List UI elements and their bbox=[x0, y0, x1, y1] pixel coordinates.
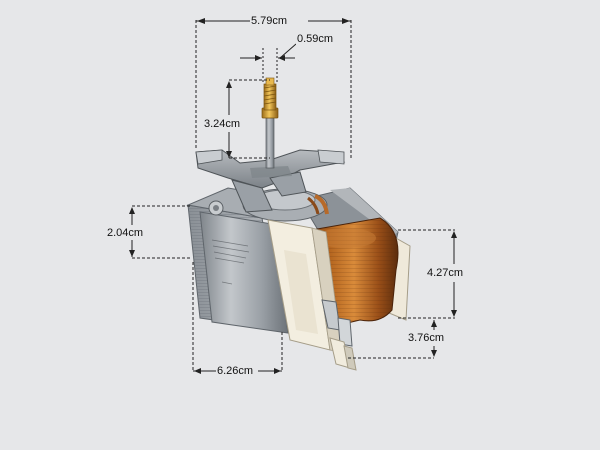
coil-height-label: 4.27cm bbox=[426, 267, 465, 279]
mount-height-label: 2.04cm bbox=[106, 227, 145, 239]
shaft-diameter-label: 0.59cm bbox=[296, 33, 335, 45]
shaft-length-label: 3.24cm bbox=[203, 118, 242, 130]
terminal-height-label: 3.76cm bbox=[407, 332, 446, 344]
base-length-label: 6.26cm bbox=[216, 365, 255, 377]
fan-bracket bbox=[195, 149, 346, 213]
motor-shaft bbox=[261, 77, 279, 169]
overall-width-label: 5.79cm bbox=[250, 15, 289, 27]
dimension-arrowheads bbox=[129, 18, 457, 374]
